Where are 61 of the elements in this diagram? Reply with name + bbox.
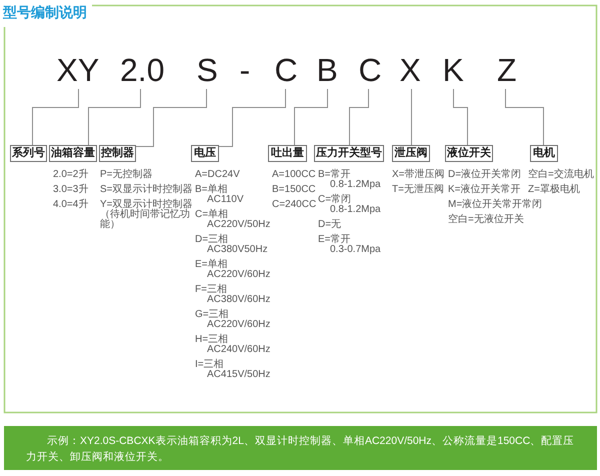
category-box: 电机	[530, 145, 558, 162]
leader-line	[505, 88, 544, 146]
code-letter: 2.0	[120, 51, 164, 89]
code-separator: -	[240, 51, 250, 89]
option-text: I=三相 AC415V/50Hz	[195, 359, 270, 380]
option-text: B=常开 0.8-1.2Mpa	[318, 169, 381, 190]
option-text: E=单相 AC220V/60Hz	[195, 259, 270, 280]
option-text: F=三相 AC380V/60Hz	[195, 284, 270, 305]
option-text: M=液位开关常开常闭	[448, 199, 542, 210]
code-letter: S	[196, 51, 218, 89]
option-text: C=单相 AC220V/50Hz	[195, 209, 270, 230]
option-text: C=常闭 0.8-1.2Mpa	[318, 194, 381, 215]
option-text: C=240CC	[272, 199, 316, 210]
option-text: Y=双显示计时控制器（待机时间带记忆功能）	[100, 199, 193, 230]
option-text: B=单相 AC110V	[195, 184, 244, 205]
code-letter: Z	[497, 51, 517, 89]
option-text: T=无泄压阀	[392, 184, 444, 195]
leader-line	[88, 88, 141, 146]
category-box: 系列号	[10, 145, 47, 162]
leader-line	[32, 88, 79, 146]
option-text: D=液位开关常闭	[448, 169, 522, 180]
leader-line	[294, 88, 328, 146]
option-text: Z=罩极电机	[528, 184, 580, 195]
option-text: D=无	[318, 219, 342, 230]
option-text: A=100CC	[272, 169, 316, 180]
category-box: 油箱容量	[49, 145, 97, 162]
option-text: A=DC24V	[195, 169, 240, 180]
option-text: 4.0=4升	[53, 199, 88, 210]
note-band	[4, 426, 597, 470]
code-letter: C	[274, 51, 298, 89]
code-letter: B	[316, 51, 338, 89]
example-text: 示例：XY2.0S-CBCXK表示油箱容积为2L、双显计时控制器、单相AC220V/50Hz、公称流量是150CC、配置压力开关、卸压阀和液位开关。	[26, 435, 574, 463]
category-box: 泄压阀	[392, 145, 430, 162]
leader-line	[453, 88, 468, 146]
option-text: 空白=交流电机	[528, 169, 594, 180]
option-text: X=带泄压阀	[392, 169, 445, 180]
option-text: G=三相 AC220V/60Hz	[195, 309, 270, 330]
code-letter: X	[400, 51, 421, 89]
section-title: 型号编制说明	[3, 4, 87, 21]
leader-line	[349, 88, 369, 146]
option-text: H=三相 AC240V/60Hz	[195, 334, 270, 355]
leader-line	[411, 88, 412, 146]
option-text: 3.0=3升	[53, 184, 88, 195]
category-box: 电压	[191, 145, 219, 162]
category-box: 吐出量	[268, 145, 307, 162]
option-text: D=三相 AC380V50Hz	[195, 234, 268, 255]
code-letter: K	[442, 51, 464, 89]
option-text: 2.0=2升	[53, 169, 88, 180]
code-letter: XY	[56, 51, 100, 89]
leader-line	[136, 88, 207, 147]
category-box: 液位开关	[445, 145, 493, 162]
category-box: 压力开关型号	[314, 145, 384, 162]
option-text: K=液位开关常开	[448, 184, 521, 195]
leader-line	[218, 88, 286, 147]
option-text: P=无控制器	[100, 169, 153, 180]
option-text: 空白=无液位开关	[448, 214, 524, 225]
option-text: S=双显示计时控制器	[100, 184, 193, 195]
code-letter: C	[358, 51, 382, 89]
option-text: B=150CC	[272, 184, 316, 195]
option-text: E=常开 0.3-0.7Mpa	[318, 234, 381, 255]
category-box: 控制器	[99, 145, 136, 162]
